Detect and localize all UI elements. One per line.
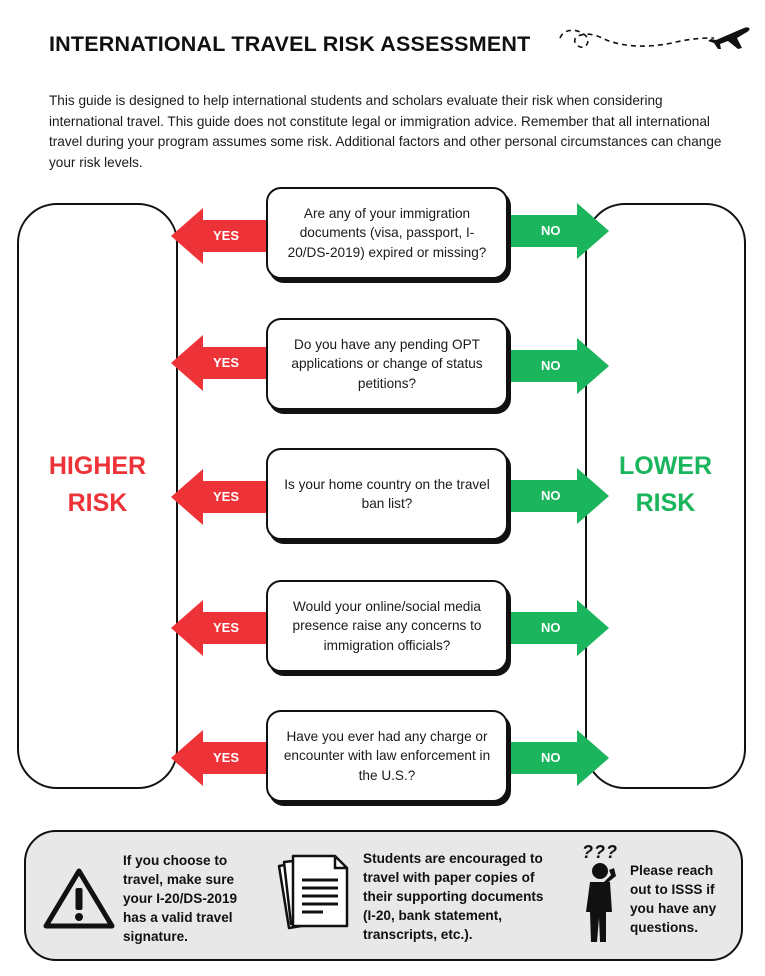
paper-copies-tip: Students are encouraged to travel with p… xyxy=(363,851,544,942)
question-box: Are any of your immigration documents (v… xyxy=(266,187,508,279)
intro-text: This guide is designed to help internati… xyxy=(49,93,722,170)
yes-label: YES xyxy=(213,620,240,635)
contact-isss-tip: Please reach out to ISSS if you have any… xyxy=(630,863,717,935)
yes-label: YES xyxy=(213,355,240,370)
yes-arrow: YES xyxy=(171,333,271,393)
no-label: NO xyxy=(541,223,561,238)
documents-icon xyxy=(277,854,349,930)
higher-risk-box: HIGHER RISK xyxy=(17,203,178,789)
no-label: NO xyxy=(541,488,561,503)
question-box: Do you have any pending OPT applications… xyxy=(266,318,508,410)
higher-risk-line2: RISK xyxy=(67,489,128,517)
yes-label: YES xyxy=(213,750,240,765)
lower-risk-line2: RISK xyxy=(635,489,696,517)
yes-label: YES xyxy=(213,228,240,243)
question-box: Have you ever had any charge or encounte… xyxy=(266,710,508,802)
no-label: NO xyxy=(541,358,561,373)
higher-risk-line1: HIGHER xyxy=(48,452,147,480)
no-arrow: NO xyxy=(509,466,609,526)
lower-risk-label: LOWER RISK xyxy=(587,448,744,522)
confused-person-icon xyxy=(586,863,616,942)
no-label: NO xyxy=(541,620,561,635)
yes-arrow: YES xyxy=(171,598,271,658)
lower-risk-line1: LOWER xyxy=(618,452,713,480)
no-arrow: NO xyxy=(509,728,609,788)
travel-signature-tip: If you choose to travel, make sure your … xyxy=(123,853,238,944)
yes-arrow: YES xyxy=(171,728,271,788)
no-arrow: NO xyxy=(509,201,609,261)
warning-icon xyxy=(43,868,115,929)
yes-label: YES xyxy=(213,489,240,504)
footer-panel: If you choose to travel, make sure your … xyxy=(24,830,743,961)
lower-risk-box: LOWER RISK xyxy=(585,203,746,789)
higher-risk-label: HIGHER RISK xyxy=(19,448,176,522)
airplane-icon xyxy=(559,27,750,49)
page-title: INTERNATIONAL TRAVEL RISK ASSESSMENT xyxy=(49,32,531,56)
no-label: NO xyxy=(541,750,561,765)
yes-arrow: YES xyxy=(171,206,271,266)
no-arrow: NO xyxy=(509,336,609,396)
yes-arrow: YES xyxy=(171,467,271,527)
question-box: Would your online/social media presence … xyxy=(266,580,508,672)
question-marks: ??? xyxy=(582,842,618,862)
question-box: Is your home country on the travel ban l… xyxy=(266,448,508,540)
no-arrow: NO xyxy=(509,598,609,658)
